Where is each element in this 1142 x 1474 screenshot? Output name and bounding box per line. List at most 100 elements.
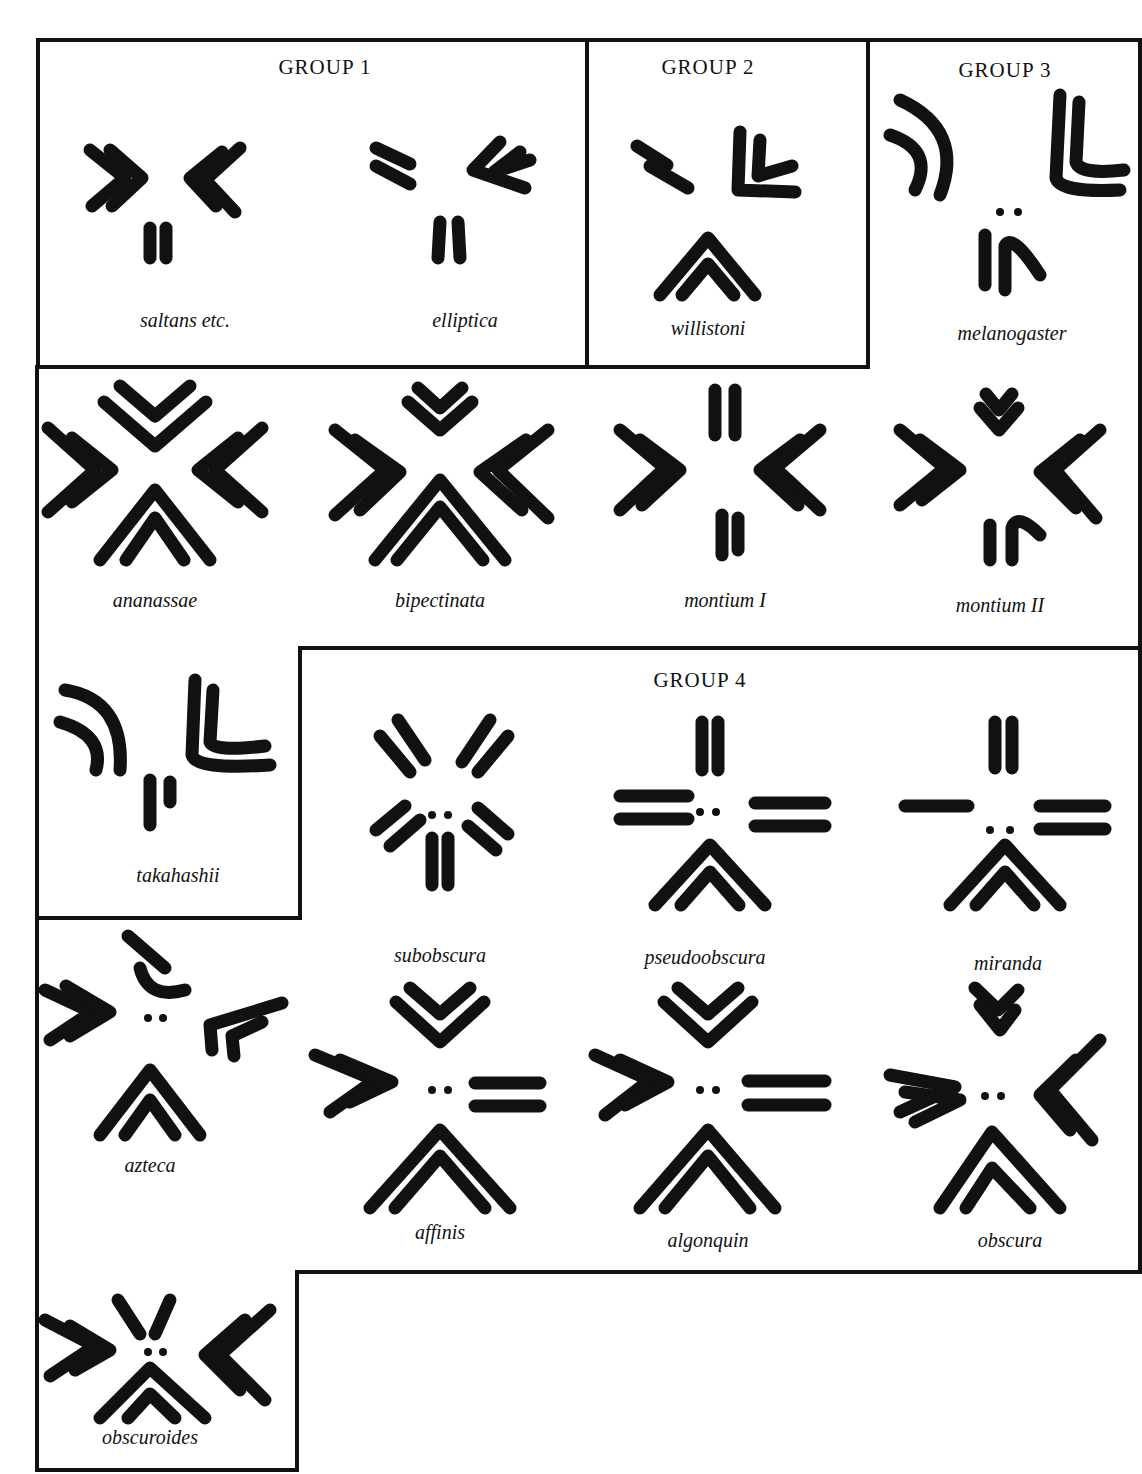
chromosome — [140, 968, 185, 992]
species-name: melanogaster — [958, 321, 1067, 345]
species-name: miranda — [974, 951, 1042, 975]
group-region: GROUP 3melanogasterananassaebipectinatam… — [37, 40, 1140, 918]
chromosome — [205, 1320, 245, 1390]
chromosome — [410, 988, 470, 1014]
chromosome — [155, 1300, 170, 1334]
chromosome — [72, 438, 112, 502]
group-heading: GROUP 2 — [661, 55, 754, 80]
species-name: subobscura — [394, 943, 486, 967]
group-border — [37, 648, 1140, 1470]
dot-chromosome — [159, 1348, 167, 1356]
species-name: affinis — [415, 1220, 465, 1244]
chromosome — [979, 235, 992, 285]
species-name: pseudoobscura — [644, 945, 765, 969]
chromosome — [760, 440, 800, 505]
chromosome — [376, 806, 405, 830]
chromosome — [620, 790, 688, 803]
chromosome — [1012, 521, 1040, 560]
chromosome — [128, 936, 165, 968]
chromosome — [640, 440, 680, 505]
chromosome — [890, 135, 921, 190]
chromosome — [920, 440, 960, 500]
chromosome — [1076, 102, 1124, 171]
dot-chromosome — [1006, 826, 1014, 834]
chromosome — [1006, 722, 1019, 768]
dot-chromosome — [159, 1014, 167, 1022]
species-name: montium II — [956, 593, 1044, 617]
group-heading: GROUP 1 — [278, 55, 371, 80]
chromosome — [376, 166, 410, 184]
chromosome — [989, 722, 1002, 768]
chromosome — [681, 872, 739, 905]
chromosome — [375, 480, 505, 560]
chromosome — [905, 1092, 960, 1122]
dot-chromosome — [1014, 208, 1022, 216]
group-region: GROUP 1saltans etc.elliptica — [38, 40, 587, 367]
group-outline — [37, 648, 1140, 1470]
chromosome — [986, 394, 1012, 410]
chromosome — [426, 838, 439, 885]
group-border — [38, 40, 587, 367]
dot-chromosome — [696, 1086, 704, 1094]
chromosome — [696, 722, 709, 770]
chromosome — [748, 1075, 825, 1088]
chromosome — [966, 1168, 1030, 1208]
chromosome — [100, 490, 210, 560]
chromosome — [100, 1368, 205, 1418]
chromosome — [128, 1394, 175, 1418]
species-name: ananassae — [113, 588, 197, 612]
group-heading: GROUP 4 — [653, 668, 746, 693]
chromosome — [712, 722, 725, 770]
chromosome — [729, 390, 742, 435]
chromosome — [755, 797, 825, 810]
chromosome — [408, 402, 472, 430]
chromosome — [976, 872, 1034, 905]
dot-chromosome — [444, 811, 452, 819]
chromosome — [468, 826, 496, 850]
chromosome — [755, 820, 825, 833]
chromosome — [458, 222, 460, 258]
dot-chromosome — [986, 826, 994, 834]
chromosome — [125, 1100, 175, 1135]
chromosome — [984, 525, 997, 560]
dot-chromosome — [428, 1086, 436, 1094]
chromosome — [390, 820, 420, 846]
dot-chromosome — [696, 808, 704, 816]
chromosome — [758, 140, 792, 176]
group-heading: GROUP 3 — [958, 58, 1051, 83]
chromosome — [732, 518, 745, 550]
species-name: obscura — [978, 1228, 1042, 1252]
chromosome — [60, 722, 98, 770]
chromosome — [1040, 800, 1105, 813]
chromosome — [370, 1130, 510, 1208]
chromosome — [164, 782, 177, 802]
species-name: azteca — [124, 1153, 175, 1177]
chromosome — [678, 988, 738, 1014]
chromosome — [395, 1156, 485, 1208]
species-name: algonquin — [667, 1228, 748, 1252]
chromosome — [980, 1005, 1015, 1030]
chromosome — [397, 507, 483, 560]
dot-chromosome — [712, 808, 720, 816]
chromosome — [1040, 1060, 1076, 1130]
chromosome — [126, 518, 184, 560]
dot-chromosome — [444, 1086, 452, 1094]
chromosome — [980, 408, 1018, 430]
species-name: elliptica — [432, 308, 498, 332]
species-name: takahashii — [136, 863, 219, 887]
chromosome — [480, 440, 526, 510]
chromosome — [682, 264, 734, 295]
dot-chromosome — [428, 811, 436, 819]
chromosome — [210, 690, 265, 748]
chromosome — [198, 438, 238, 502]
chromosome — [950, 845, 1060, 905]
group-border — [587, 40, 868, 367]
chromosome — [905, 800, 968, 813]
chromosome — [396, 1002, 484, 1042]
chromosome — [110, 150, 142, 206]
chromosome — [355, 440, 400, 510]
dot-chromosome — [997, 1092, 1005, 1100]
chromosome — [104, 402, 206, 446]
